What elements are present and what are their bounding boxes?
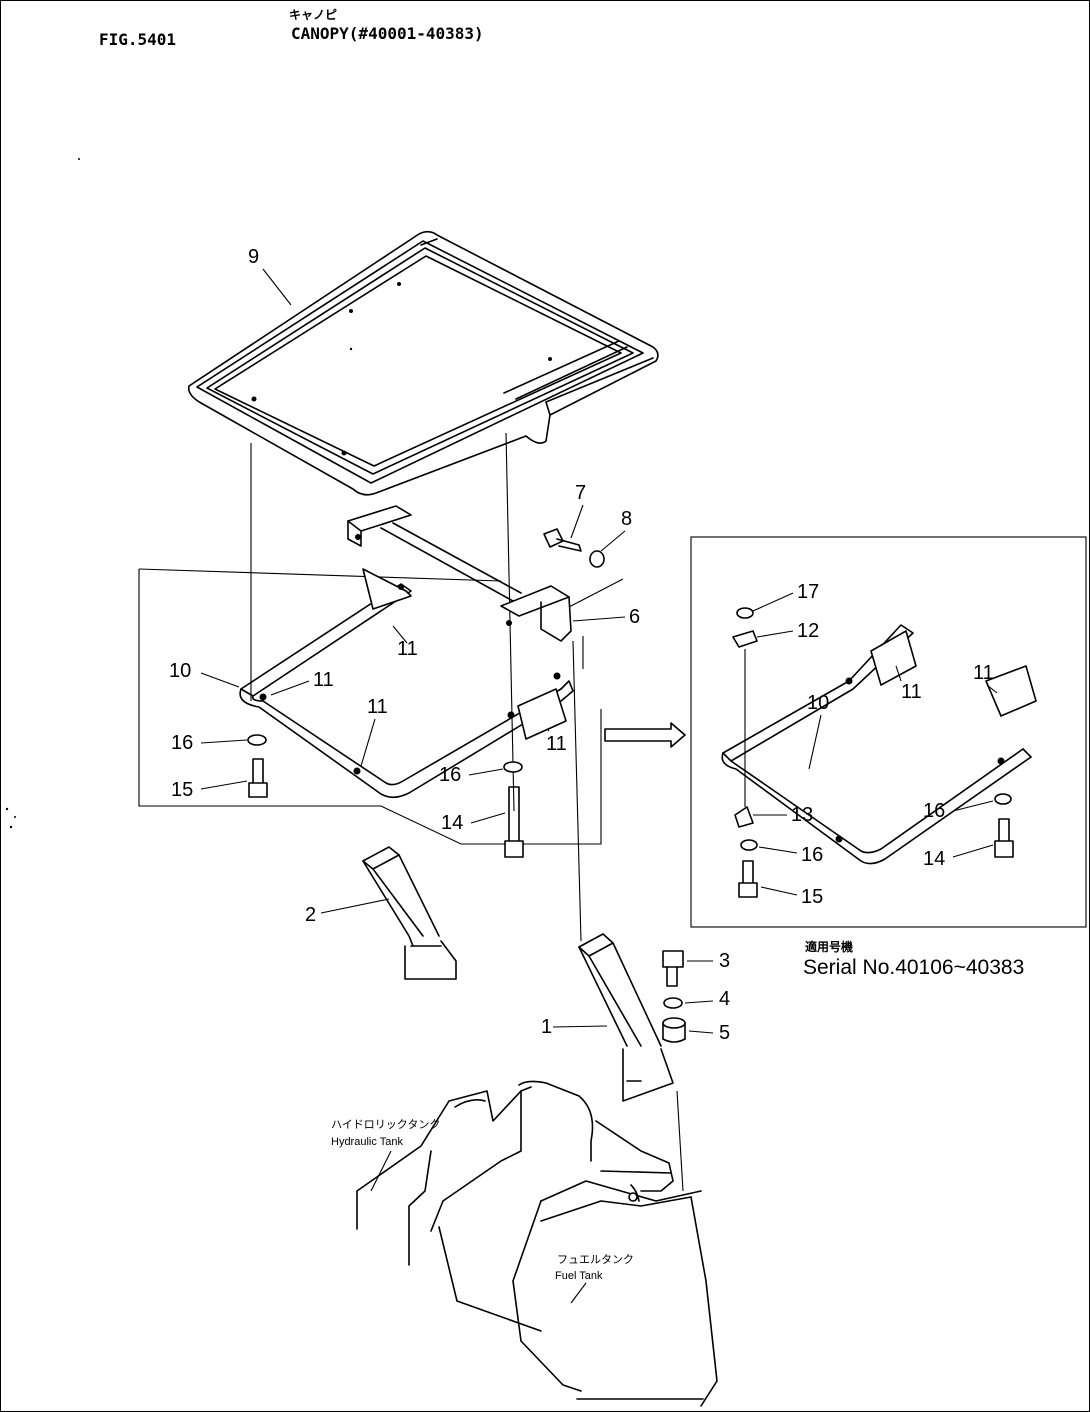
hydraulic-tank-label: Hydraulic Tank [331, 1136, 403, 1148]
bolt-15-detail-part [738, 860, 758, 898]
nut-13-part [734, 806, 754, 828]
serial-range: Serial No.40106~40383 [803, 956, 1024, 979]
washer-4-part [663, 997, 683, 1009]
serial-label-japanese: 適用号機 [805, 939, 853, 954]
part-label-16a: 16 [171, 732, 193, 754]
canopy-roof-part [187, 230, 659, 496]
part-label-8: 8 [621, 508, 632, 530]
part-label-5: 5 [719, 1022, 730, 1044]
cross-beam-part [347, 505, 572, 642]
washer-16-detail-left-part [740, 839, 758, 851]
part-label-11c: 11 [367, 696, 388, 718]
frame-10-part [239, 568, 574, 799]
plate-12-part [732, 630, 758, 648]
fuel-tank-label: Fuel Tank [555, 1270, 603, 1282]
machine-body [356, 1080, 718, 1407]
bolt-14-center-part [504, 786, 524, 858]
part-label-11a: 11 [397, 638, 418, 660]
part-label-7: 7 [575, 482, 586, 504]
part-label-10: 10 [169, 660, 191, 682]
part-label-10-detail: 10 [807, 692, 829, 714]
figure-title: CANOPY(#40001-40383) [291, 24, 484, 43]
part-label-2: 2 [305, 904, 316, 926]
bolt-15-left-part [248, 758, 268, 798]
detail-arrow [604, 722, 686, 748]
figure-number: FIG.5401 [99, 30, 176, 49]
part-label-6: 6 [629, 606, 640, 628]
washer-17-part [736, 607, 754, 619]
part-label-14b: 14 [923, 848, 945, 870]
title-japanese: キャノピ [289, 8, 337, 22]
bolt-3-part [662, 950, 684, 987]
part-label-16c: 16 [801, 844, 823, 866]
washer-16-center-part [503, 761, 523, 773]
part-label-17: 17 [797, 581, 819, 603]
part-label-11b: 11 [313, 669, 334, 691]
hydraulic-tank-label-japanese: ハイドロリックタンク [331, 1118, 440, 1131]
part-label-11d: 11 [546, 733, 567, 755]
part-label-15b: 15 [801, 886, 823, 908]
part-label-12: 12 [797, 620, 819, 642]
part-label-4: 4 [719, 988, 730, 1010]
part-label-15a: 15 [171, 779, 193, 801]
pillar-2-part [362, 846, 457, 980]
bolt-7-part [543, 528, 582, 552]
fuel-tank-label-japanese: フュエルタンク [557, 1253, 634, 1266]
washer-8-part [589, 550, 605, 568]
pillar-1-part [578, 933, 674, 1102]
frame-10-detail-part [721, 624, 1037, 865]
washer-16-left-part [247, 734, 267, 746]
bolt-14-detail-part [994, 818, 1014, 858]
part-label-11e: 11 [901, 681, 922, 703]
part-label-11f: 11 [973, 662, 994, 684]
detail-box [690, 536, 1087, 928]
washer-16-detail-right-part [994, 793, 1012, 805]
spacer-5-part [662, 1017, 686, 1043]
part-label-9: 9 [248, 246, 259, 268]
part-label-16d: 16 [923, 800, 945, 822]
part-label-13: 13 [791, 804, 813, 826]
part-label-16b: 16 [439, 764, 461, 786]
part-label-3: 3 [719, 950, 730, 972]
part-label-14a: 14 [441, 812, 463, 834]
part-label-1: 1 [541, 1016, 552, 1038]
